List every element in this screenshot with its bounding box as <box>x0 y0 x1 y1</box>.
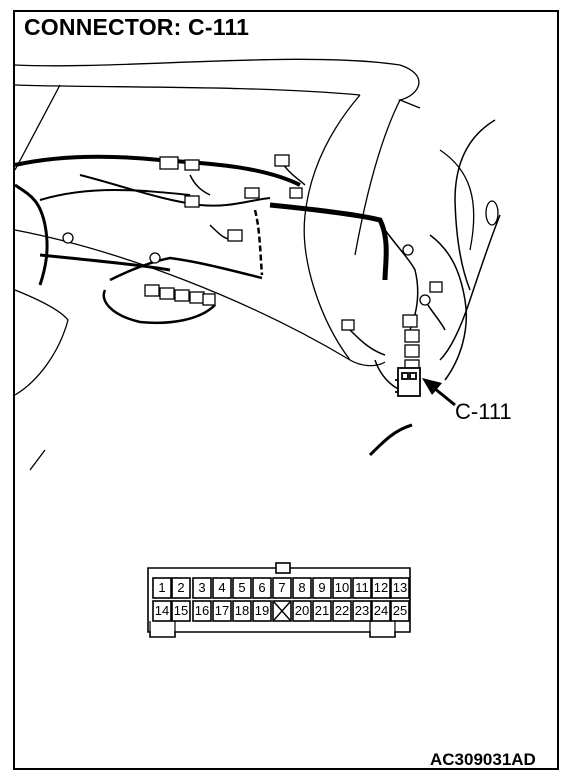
pin-18: 18 <box>234 603 250 618</box>
pin-6: 6 <box>258 580 266 595</box>
pin-13: 13 <box>392 580 408 595</box>
pin-3: 3 <box>198 580 206 595</box>
pin-8: 8 <box>298 580 306 595</box>
pin-22: 22 <box>334 603 350 618</box>
pin-20: 20 <box>294 603 310 618</box>
pin-19: 19 <box>254 603 270 618</box>
figure-id: AC309031AD <box>430 750 536 769</box>
pin-2: 2 <box>177 580 185 595</box>
pin-25: 25 <box>392 603 408 618</box>
pin-4: 4 <box>218 580 226 595</box>
pin-24: 24 <box>373 603 389 618</box>
pin-7: 7 <box>278 580 286 595</box>
pin-17: 17 <box>214 603 230 618</box>
pin-23: 23 <box>354 603 370 618</box>
pin-9: 9 <box>318 580 326 595</box>
connector-callout-label: C-111 <box>455 399 512 424</box>
connector-face <box>147 562 411 638</box>
harness-connectors <box>62 154 499 373</box>
pin-11: 11 <box>355 580 369 595</box>
c111-connector <box>395 367 421 397</box>
pin-14: 14 <box>154 603 170 618</box>
connector-title: CONNECTOR: C-111 <box>24 14 254 41</box>
diagram-frame <box>13 10 559 770</box>
pin-10: 10 <box>334 580 350 595</box>
pin-5: 5 <box>238 580 246 595</box>
pin-16: 16 <box>194 603 210 618</box>
pin-12: 12 <box>373 580 389 595</box>
pin-1: 1 <box>158 580 166 595</box>
dashboard-outline <box>14 58 475 471</box>
pin-15: 15 <box>173 603 189 618</box>
callout-arrow-icon <box>422 378 456 407</box>
pin-21: 21 <box>314 603 330 618</box>
